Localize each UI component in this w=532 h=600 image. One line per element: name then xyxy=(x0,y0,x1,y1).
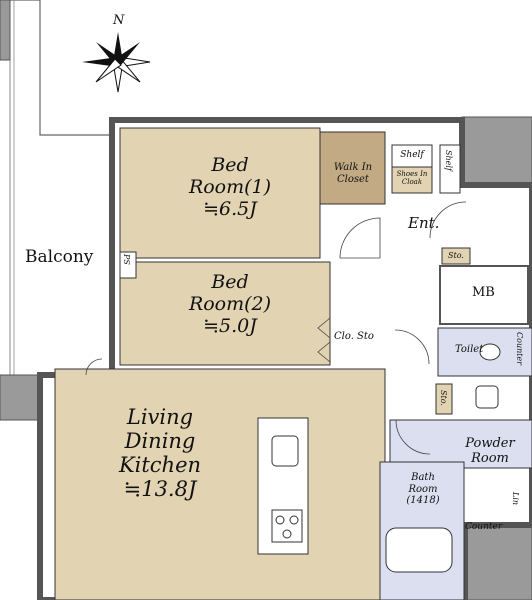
mb-label: MB xyxy=(472,285,495,300)
column xyxy=(0,374,41,421)
walk-in-closet-label: Walk In Closet xyxy=(322,162,384,185)
shelf-side-label: Shelf xyxy=(444,150,454,171)
bed-room-2-line2: Room(2) xyxy=(188,292,272,315)
bath-room-line2: Room xyxy=(408,483,438,495)
bath-room-line3: (1418) xyxy=(406,495,440,506)
walk-in-closet-line1: Walk In xyxy=(333,162,373,173)
bed-room-2-floor xyxy=(119,261,331,366)
door-swing xyxy=(85,358,103,376)
bottom-counter-label: Counter xyxy=(465,522,503,532)
kitchen-stove xyxy=(271,509,303,543)
ldk-label: Living Dining Kitchen ≒13.8J xyxy=(100,405,220,502)
ps-label: PS xyxy=(122,254,132,265)
bed-room-2-line1: Bed xyxy=(211,271,249,293)
powder-room-line1: Powder xyxy=(465,436,515,451)
bath-tub xyxy=(385,527,453,573)
column xyxy=(461,116,532,186)
toilet-label: Toilet xyxy=(455,344,484,355)
ldk-line1: Living xyxy=(126,405,194,429)
closet-storage-label: Clo. Sto xyxy=(334,331,374,342)
walk-in-closet-line2: Closet xyxy=(337,173,369,185)
shoes-cloak-box xyxy=(391,166,433,194)
closet-door xyxy=(317,317,331,339)
ldk-line2: Dining xyxy=(124,429,196,454)
walk-in-closet-floor xyxy=(319,131,386,205)
shoes-in-cloak-line1: Shoes In xyxy=(396,170,428,178)
shoes-in-cloak-line2: Cloak xyxy=(401,178,423,187)
washbasin xyxy=(475,385,499,409)
powder-room-label: Powder Room xyxy=(460,436,520,467)
bed-room-1-size: ≒6.5J xyxy=(203,197,257,220)
bed-room-1-line2: Room(1) xyxy=(188,175,272,198)
bed-room-1-line1: Bed xyxy=(211,154,249,176)
entrance-storage xyxy=(441,247,471,265)
stove-burner xyxy=(282,529,292,539)
toilet-bowl xyxy=(479,343,501,361)
ldk-line3: Kitchen xyxy=(118,453,202,478)
closet-door xyxy=(317,341,331,363)
shoes-in-cloak-label: Shoes In Cloak xyxy=(392,170,432,186)
door-swing xyxy=(429,201,467,239)
balcony-label: Balcony xyxy=(25,247,94,267)
toilet-counter-label: Counter xyxy=(515,332,525,366)
linen-label: Lin xyxy=(511,492,521,506)
ps-box xyxy=(119,251,137,279)
powder-room-line2: Room xyxy=(471,450,509,466)
bath-room-line1: Bath xyxy=(411,472,435,483)
stove-burner xyxy=(289,515,299,525)
door-swing xyxy=(394,329,430,365)
bed-room-2-label: Bed Room(2) ≒5.0J xyxy=(175,271,285,338)
bath-room-label: Bath Room (1418) xyxy=(395,472,451,507)
side-storage xyxy=(435,383,453,415)
door-swing xyxy=(395,419,431,455)
shelf-side-box xyxy=(439,144,461,194)
compass-north-label: N xyxy=(113,13,125,28)
entrance-storage-label: Sto. xyxy=(448,251,464,260)
bed-room-2-size: ≒5.0J xyxy=(203,314,257,337)
side-storage-label: Sto. xyxy=(439,390,449,406)
stove-burner xyxy=(275,515,285,525)
column xyxy=(464,524,532,600)
entrance-label: Ent. xyxy=(408,214,440,232)
ldk-size: ≒13.8J xyxy=(123,477,197,502)
kitchen-sink xyxy=(271,435,299,467)
bed-room-1-label: Bed Room(1) ≒6.5J xyxy=(175,154,285,221)
bed-room-1-floor xyxy=(119,127,321,259)
compass-rose xyxy=(82,32,151,93)
shelf-top-label: Shelf xyxy=(400,150,424,160)
door-swing xyxy=(339,217,381,259)
mb-box xyxy=(439,265,529,325)
column xyxy=(0,0,11,61)
powder-room-floor xyxy=(389,419,532,469)
